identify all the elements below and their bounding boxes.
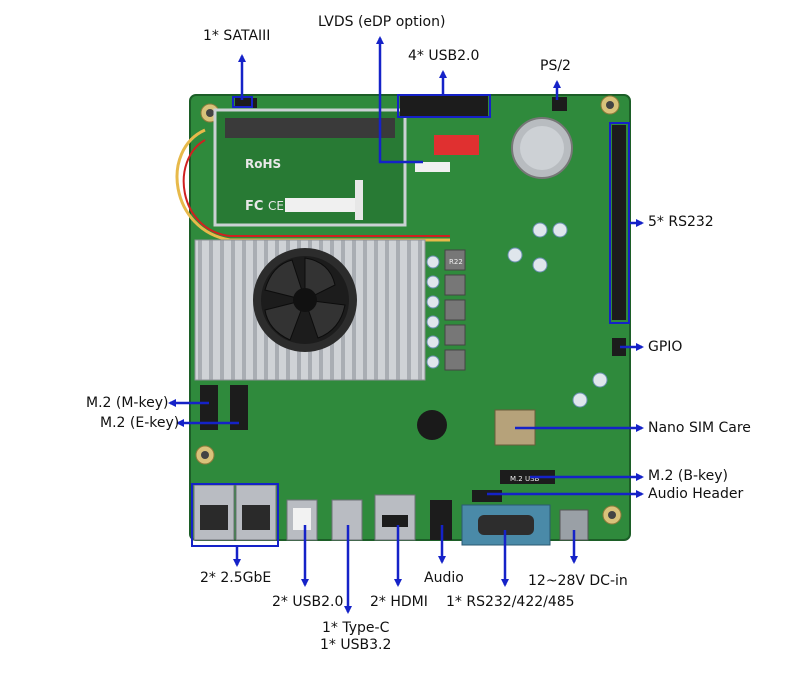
label-m2-m: M.2 (M-key) bbox=[86, 395, 169, 411]
label-m2-b: M.2 (B-key) bbox=[648, 468, 728, 484]
label-m2-e: M.2 (E-key) bbox=[100, 415, 180, 431]
m2b-silk: M.2 USB bbox=[510, 475, 540, 483]
gpio-header bbox=[612, 338, 626, 356]
label-hdmi: 2* HDMI bbox=[370, 594, 428, 610]
label-usb-rear: 2* USB2.0 bbox=[272, 594, 344, 610]
lvds-connector bbox=[434, 135, 479, 155]
audio-jack-icon bbox=[430, 500, 452, 540]
label-lvds: LVDS (eDP option) bbox=[318, 14, 446, 30]
ps2-header bbox=[552, 97, 567, 111]
label-gbe: 2* 2.5GbE bbox=[200, 570, 272, 586]
m2-b-slot bbox=[500, 470, 555, 484]
label-audio: Audio bbox=[424, 570, 464, 586]
fc-mark: FC bbox=[245, 199, 263, 214]
audio-header bbox=[472, 490, 502, 502]
label-typec-1: 1* Type-C bbox=[322, 620, 390, 636]
m2-e-slot bbox=[230, 385, 248, 430]
label-ps2: PS/2 bbox=[540, 58, 571, 74]
label-sata: 1* SATAIII bbox=[203, 28, 271, 44]
m2-m-slot bbox=[200, 385, 218, 430]
label-typec-2: 1* USB3.2 bbox=[320, 637, 392, 653]
ce-mark: CE bbox=[268, 199, 284, 213]
label-serial: 1* RS232/422/485 bbox=[446, 594, 575, 610]
inductor-mark: R22 bbox=[449, 258, 463, 266]
sata-connector bbox=[235, 98, 257, 108]
label-gpio: GPIO bbox=[648, 339, 683, 355]
usb-header-top bbox=[400, 96, 488, 116]
label-usb-top: 4* USB2.0 bbox=[408, 48, 480, 64]
label-rs232-5: 5* RS232 bbox=[648, 214, 714, 230]
label-dcin: 12~28V DC-in bbox=[528, 573, 628, 589]
rohs-mark: RoHS bbox=[245, 157, 281, 171]
label-audio-header: Audio Header bbox=[648, 486, 744, 502]
label-nano-sim: Nano SIM Care bbox=[648, 420, 751, 436]
